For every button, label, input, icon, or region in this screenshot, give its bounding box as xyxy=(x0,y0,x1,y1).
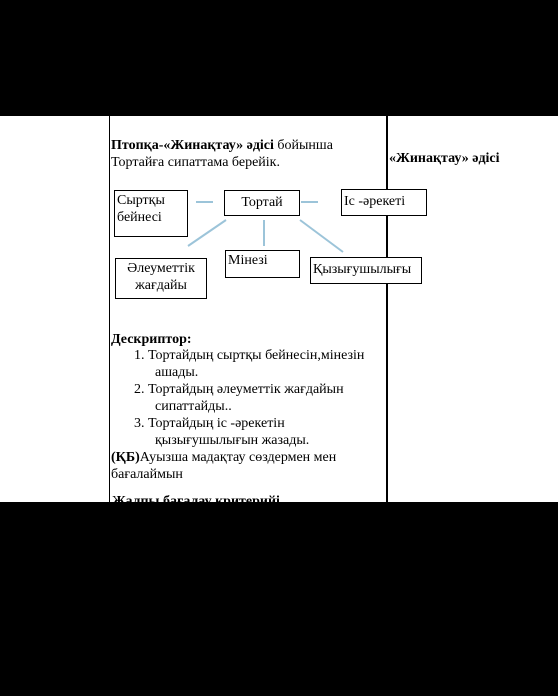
box-social: Әлеуметтік жағдайы xyxy=(115,258,207,299)
assessment-line: (ҚБ)Ауызша мадақтау сөздермен мен xyxy=(111,449,336,466)
task-line: Тортайға сипаттама берейік. xyxy=(111,155,280,170)
descriptor-item-1-cont: ашады. xyxy=(155,365,199,380)
document-page: Птопқа-«Жинақтау» әдісі бойынша Тортайға… xyxy=(0,116,558,502)
table-border-middle xyxy=(386,116,388,502)
descriptor-item-2-cont: сипаттайды.. xyxy=(155,399,232,414)
appearance-line-1: Сыртқы xyxy=(117,193,165,208)
connector-social xyxy=(187,219,227,247)
box-activity: Іс -әрекеті xyxy=(341,189,427,216)
assessment-text: Ауызша мадақтау сөздермен мен xyxy=(139,450,337,465)
box-character: Мінезі xyxy=(225,250,300,278)
cutoff-text-row: Жалпы бағалау критерийі бойынша xyxy=(109,494,329,502)
cutoff-text: Жалпы бағалау критерийі бойынша xyxy=(112,494,280,502)
box-center-tortai: Тортай xyxy=(224,190,300,216)
descriptor-heading: Дескриптор: xyxy=(111,332,192,347)
method-name: Птопқа-«Жинақтау» әдісі xyxy=(111,138,274,153)
descriptor-item-3: 3. Тортайдың іс -әрекетін xyxy=(134,416,285,431)
appearance-line-2: бейнесі xyxy=(117,210,162,225)
side-column-title: «Жинақтау» әдісі xyxy=(389,151,500,166)
method-suffix: бойынша xyxy=(273,138,333,153)
table-border-left xyxy=(109,116,110,502)
connector-interests xyxy=(299,219,344,253)
social-line-1: Әлеуметтік xyxy=(127,261,195,276)
method-title-line: Птопқа-«Жинақтау» әдісі бойынша xyxy=(111,137,333,154)
assessment-line-2: бағалаймын xyxy=(111,467,183,482)
descriptor-item-1: 1. Тортайдың сыртқы бейнесін,мінезін xyxy=(134,348,365,363)
box-interests: Қызығушылығы xyxy=(310,257,422,284)
descriptor-item-3-cont: қызығушылығын жазады. xyxy=(155,433,310,448)
diagram-connectors xyxy=(187,201,344,253)
box-appearance: Сыртқы бейнесі xyxy=(114,190,188,237)
assessment-code: (ҚБ) xyxy=(111,450,140,465)
descriptor-item-2: 2. Тортайдың әлеуметтік жағдайын xyxy=(134,382,344,397)
social-line-2: жағдайы xyxy=(135,278,187,293)
